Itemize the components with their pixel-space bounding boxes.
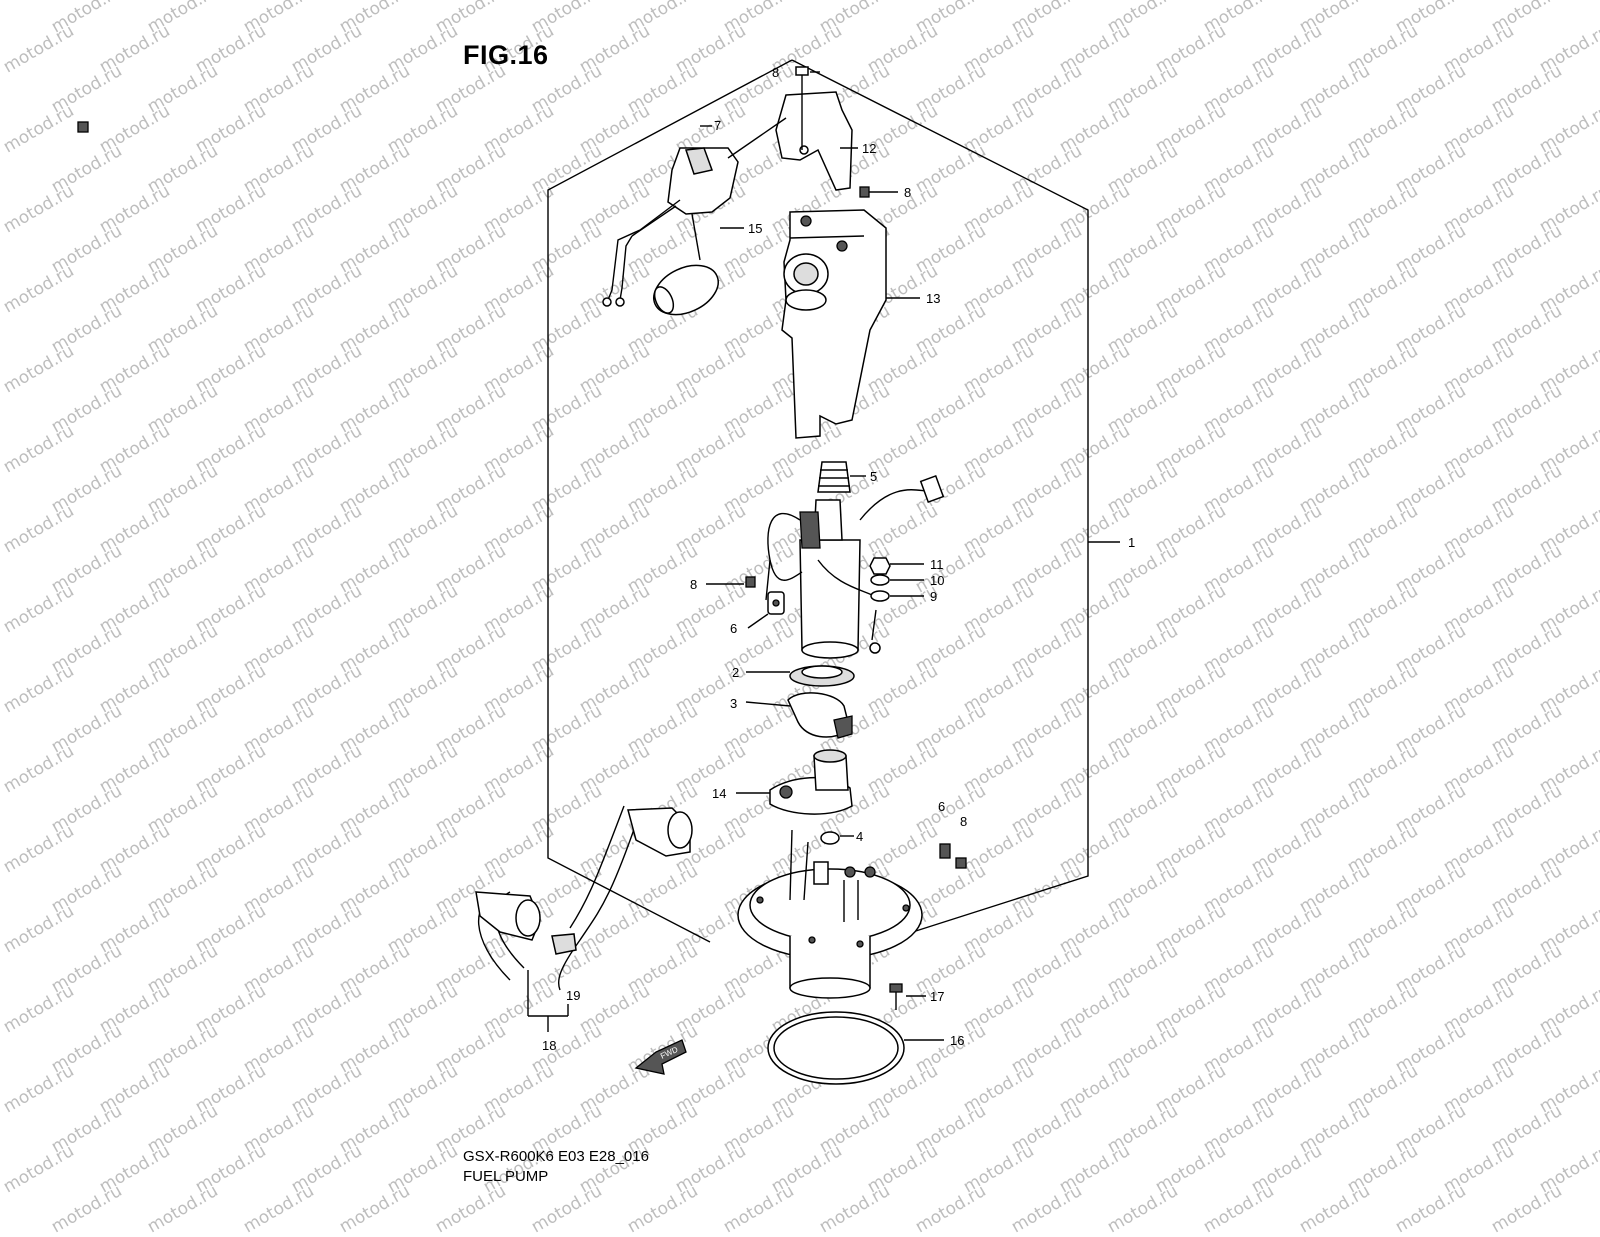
callout-16: 16: [950, 1033, 964, 1048]
washer-part: [870, 574, 890, 586]
callout-17: 17: [930, 989, 944, 1004]
callout-8-top: 8: [772, 65, 779, 80]
callout-10: 10: [930, 573, 944, 588]
callout-11: 11: [930, 557, 944, 572]
screw-part: [745, 576, 756, 588]
callout-7: 7: [714, 118, 721, 133]
screw-part: [795, 66, 809, 90]
assembly-boundary: [547, 59, 793, 943]
fuel-hose-part: [475, 805, 693, 1032]
callout-9: 9: [930, 589, 937, 604]
callout-8-right: 8: [904, 185, 911, 200]
pressure-regulator-part: [769, 749, 853, 815]
bolt-part: [889, 983, 903, 1010]
callout-15: 15: [748, 221, 762, 236]
assembly-boundary-right: [791, 59, 1089, 946]
screw-part: [859, 186, 898, 198]
callout-4: 4: [856, 829, 863, 844]
callout-13: 13: [926, 291, 940, 306]
fuel-level-sender-part: [602, 117, 787, 316]
figure-name-caption: FUEL PUMP: [463, 1168, 549, 1185]
pump-case-part: [781, 209, 887, 439]
fwd-arrow-icon: FWD: [634, 1039, 687, 1075]
callout-12: 12: [862, 141, 876, 156]
pump-filter-part: [789, 665, 855, 687]
cushion-part: [817, 461, 851, 493]
callout-2: 2: [732, 665, 739, 680]
gasket-part: [767, 1011, 905, 1085]
leader-lines: [700, 71, 944, 1041]
callout-18: 18: [542, 1038, 556, 1053]
fuel-pump-exploded-view: FWD 1 2 3 4 5: [77, 59, 1135, 1085]
bracket-part: [775, 90, 853, 191]
callout-5: 5: [870, 469, 877, 484]
washer-part: [870, 590, 890, 602]
pump-holder-part: [787, 692, 853, 739]
model-code-caption: GSX-R600K6 E03 E28_016: [463, 1148, 649, 1165]
callout-3: 3: [730, 696, 737, 711]
terminal-part: [939, 843, 951, 859]
callout-8-lower: 8: [960, 814, 967, 829]
o-ring-part: [820, 831, 840, 845]
nut-part: [869, 557, 891, 575]
callout-labels: 1 2 3 4 5 6 6 7 8 8 8 8 9 10 11 12 13 14…: [542, 65, 1135, 1053]
callout-8-left: 8: [690, 577, 697, 592]
callout-6-lower: 6: [938, 799, 945, 814]
screw-part: [77, 121, 89, 133]
callout-6: 6: [730, 621, 737, 636]
figure-title: FIG.16: [463, 40, 549, 70]
fuel-pump-motor-part: [765, 474, 945, 659]
callout-1: 1: [1128, 535, 1135, 550]
screw-part: [955, 857, 967, 869]
callout-14: 14: [712, 786, 726, 801]
pump-base-plate-part: [737, 829, 923, 999]
callout-19: 19: [566, 988, 580, 1003]
